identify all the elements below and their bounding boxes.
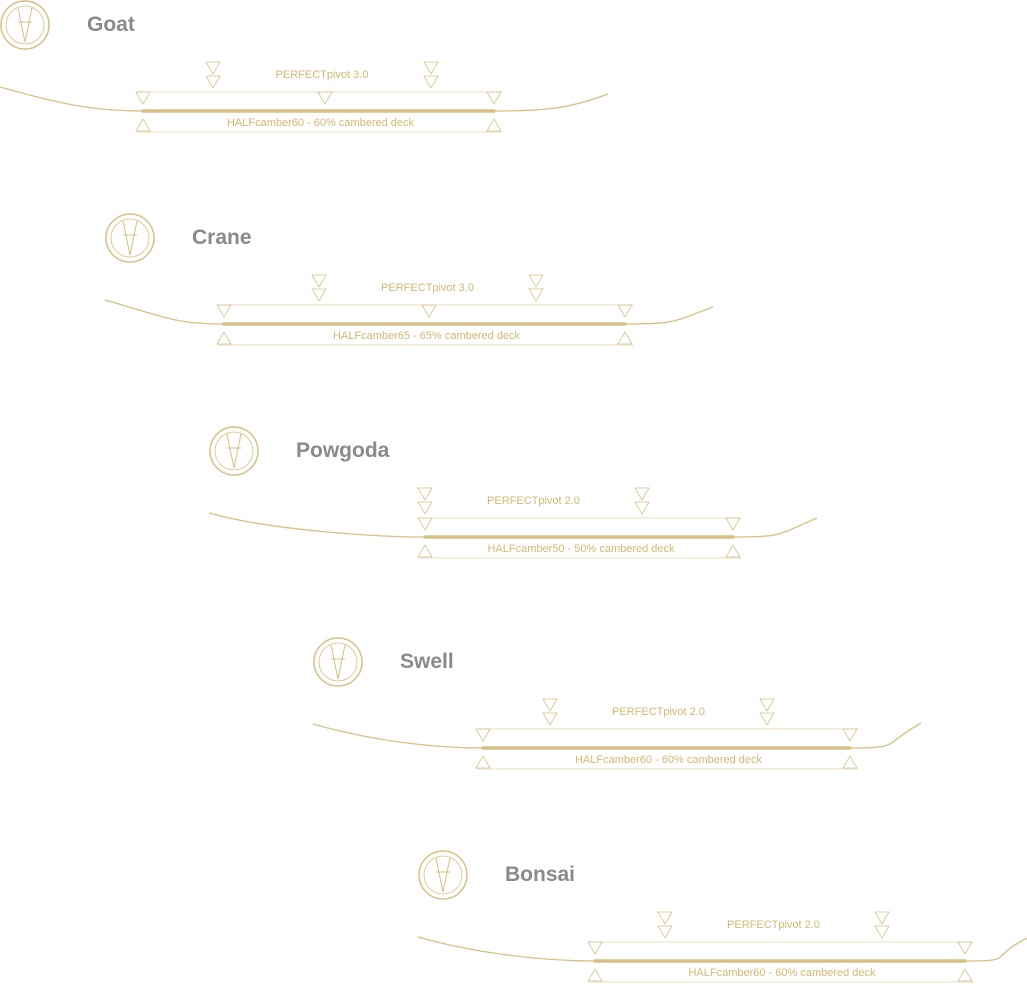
wave-icon [313, 637, 363, 687]
board-title: Bonsai [505, 863, 575, 886]
pivot-label: PERFECTpivot 2.0 [612, 706, 705, 718]
pivot-marker [205, 75, 221, 89]
pivot-marker [634, 487, 650, 501]
bonsai-tree-icon [418, 850, 468, 900]
contact-point-marker [135, 91, 151, 105]
pivot-marker [542, 698, 558, 712]
contact-point-marker [957, 941, 973, 955]
camber-end-marker [417, 544, 433, 558]
board-title: Crane [192, 226, 252, 249]
board-curve [312, 722, 922, 749]
pivot-marker [311, 274, 327, 288]
camber-end-marker [486, 118, 502, 132]
camber-end-marker [957, 968, 973, 982]
pivot-label: PERFECTpivot 2.0 [487, 495, 580, 507]
pivot-marker [528, 288, 544, 302]
pivot-marker [423, 61, 439, 75]
pivot-marker [528, 274, 544, 288]
contact-point-marker [417, 517, 433, 531]
camber-end-marker [587, 968, 603, 982]
camber-end-marker [842, 755, 858, 769]
center-marker [317, 91, 333, 105]
board-title: Swell [400, 650, 454, 673]
camber-label: HALFcamber50 - 50% cambered deck [487, 543, 675, 555]
crane-icon [105, 213, 155, 263]
pivot-label: PERFECTpivot 2.0 [727, 919, 820, 931]
camber-end-marker [216, 331, 232, 345]
pivot-marker [874, 911, 890, 925]
pivot-marker [423, 75, 439, 89]
center-marker [421, 304, 437, 318]
pivot-marker [205, 61, 221, 75]
pivot-label: PERFECTpivot 3.0 [276, 69, 369, 81]
contact-point-marker [842, 728, 858, 742]
camber-label: HALFcamber60 - 60% cambered deck [227, 117, 415, 129]
camber-label: HALFcamber60 - 60% cambered deck [575, 754, 763, 766]
board-title: Powgoda [296, 439, 390, 462]
board-curve [0, 86, 609, 112]
board-curve [417, 936, 1027, 962]
contact-point-marker [216, 304, 232, 318]
camber-end-marker [475, 755, 491, 769]
contact-point-marker [587, 941, 603, 955]
contact-point-marker [475, 728, 491, 742]
contact-point-marker [725, 517, 741, 531]
camber-label: HALFcamber65 - 65% cambered deck [333, 330, 521, 342]
pivot-marker [759, 712, 775, 726]
camber-end-marker [725, 544, 741, 558]
pivot-marker [759, 698, 775, 712]
contact-point-marker [486, 91, 502, 105]
pivot-marker [657, 911, 673, 925]
board-title: Goat [87, 13, 135, 36]
camber-label: HALFcamber60 - 60% cambered deck [688, 967, 876, 979]
goat-icon [0, 0, 50, 50]
pivot-marker [657, 925, 673, 939]
pivot-marker [634, 501, 650, 515]
board-curve [208, 512, 818, 538]
camber-end-marker [617, 331, 633, 345]
pivot-marker [311, 288, 327, 302]
pivot-marker [874, 925, 890, 939]
pivot-marker [542, 712, 558, 726]
pagoda-icon [209, 426, 259, 476]
pivot-marker [417, 501, 433, 515]
pivot-label: PERFECTpivot 3.0 [381, 282, 474, 294]
contact-point-marker [617, 304, 633, 318]
pivot-marker [417, 487, 433, 501]
camber-end-marker [135, 118, 151, 132]
